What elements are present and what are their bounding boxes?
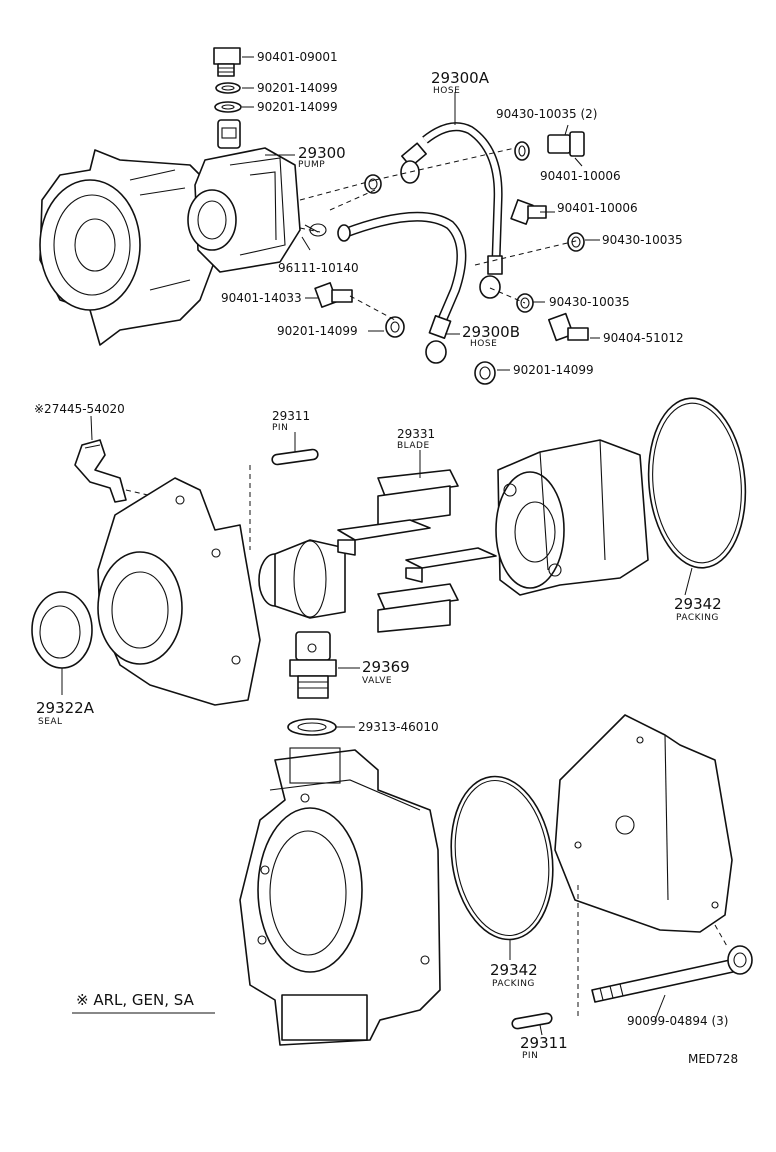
label-29342-b: 29342 (490, 961, 538, 979)
valve-29369-icon (289, 631, 337, 699)
pump-29300 (187, 119, 327, 273)
hose-29300a (400, 122, 503, 299)
fitting-90404-51012-icon (547, 312, 589, 342)
label-29300b: 29300B (462, 323, 520, 341)
washer-90201-14099-a-icon (215, 82, 241, 94)
label-90201-14099-d: 90201-14099 (513, 363, 594, 377)
label-29331: 29331 (397, 427, 435, 441)
label-27445-54020: ※27445-54020 (34, 402, 125, 416)
label-90201-14099-a: 90201-14099 (257, 81, 338, 95)
washer-90201-14099-b-icon (214, 101, 242, 113)
washer-29313-46010-icon (287, 718, 337, 736)
label-29313-46010: 29313-46010 (358, 720, 439, 734)
washer-90201-14099-c-icon (385, 316, 405, 338)
bolt-90401-10006-a-icon (547, 131, 585, 157)
label-29300: 29300 (298, 144, 346, 162)
label-pump: PUMP (298, 160, 325, 170)
bracket-27445-54020-icon (74, 439, 127, 503)
label-90401-09001: 90401-09001 (257, 50, 338, 64)
hose-29300b (337, 211, 467, 364)
label-seal: SEAL (38, 717, 63, 727)
label-90430-10035-b: 90430-10035 (549, 295, 630, 309)
washer-90201-14099-d-icon (474, 361, 496, 385)
pin-29311-a-icon (271, 448, 319, 466)
rotor-cam-ring (495, 439, 649, 596)
label-29322a: 29322A (36, 699, 95, 717)
label-90430-10035-a: 90430-10035 (602, 233, 683, 247)
label-29369: 29369 (362, 658, 410, 676)
label-blade: BLADE (397, 441, 430, 451)
label-90430-10035-2: 90430-10035 (2) (496, 107, 598, 121)
label-29311-a: 29311 (272, 409, 310, 423)
label-29300a: 29300A (431, 69, 490, 87)
bolt-90099-04894-icon (591, 945, 753, 1003)
label-90099-04894: 90099-04894 (3) (627, 1014, 729, 1028)
label-hose-a: HOSE (433, 86, 460, 96)
label-90401-14033: 90401-14033 (221, 291, 302, 305)
pin-29311-b-icon (511, 1012, 553, 1030)
label-pin-b: PIN (522, 1051, 538, 1061)
label-90404-51012: 90404-51012 (603, 331, 684, 345)
label-29342-a: 29342 (674, 595, 722, 613)
label-hose-b: HOSE (470, 339, 497, 349)
label-90201-14099-c: 90201-14099 (277, 324, 358, 338)
label-96111-10140: 96111-10140 (278, 261, 359, 275)
alternator-body (39, 149, 216, 346)
label-packing-b: PACKING (492, 979, 535, 989)
bolt-90401-10006-b-icon (510, 199, 547, 225)
front-housing (97, 477, 261, 706)
footnote-applicability: ※ ARL, GEN, SA (76, 991, 195, 1009)
bolt-90401-09001-icon (213, 47, 241, 77)
label-pin-a: PIN (272, 423, 288, 433)
rear-cover (554, 714, 733, 933)
shaft-bushing (258, 539, 346, 619)
diagram-code: MED728 (688, 1052, 738, 1066)
label-90201-14099-b: 90201-14099 (257, 100, 338, 114)
label-valve: VALVE (362, 676, 392, 686)
packing-29342-b-icon (450, 775, 554, 941)
seal-29322a-icon (31, 591, 93, 669)
bolt-90401-14033-icon (314, 282, 353, 308)
label-90401-10006-b: 90401-10006 (557, 201, 638, 215)
blades-29331 (337, 469, 497, 633)
label-29311-b: 29311 (520, 1034, 568, 1052)
label-90401-10006-a: 90401-10006 (540, 169, 621, 183)
label-packing-a: PACKING (676, 613, 719, 623)
washer-90430-10035-a-icon (567, 232, 585, 252)
packing-29342-a-icon (647, 397, 747, 569)
rear-housing (239, 747, 441, 1046)
